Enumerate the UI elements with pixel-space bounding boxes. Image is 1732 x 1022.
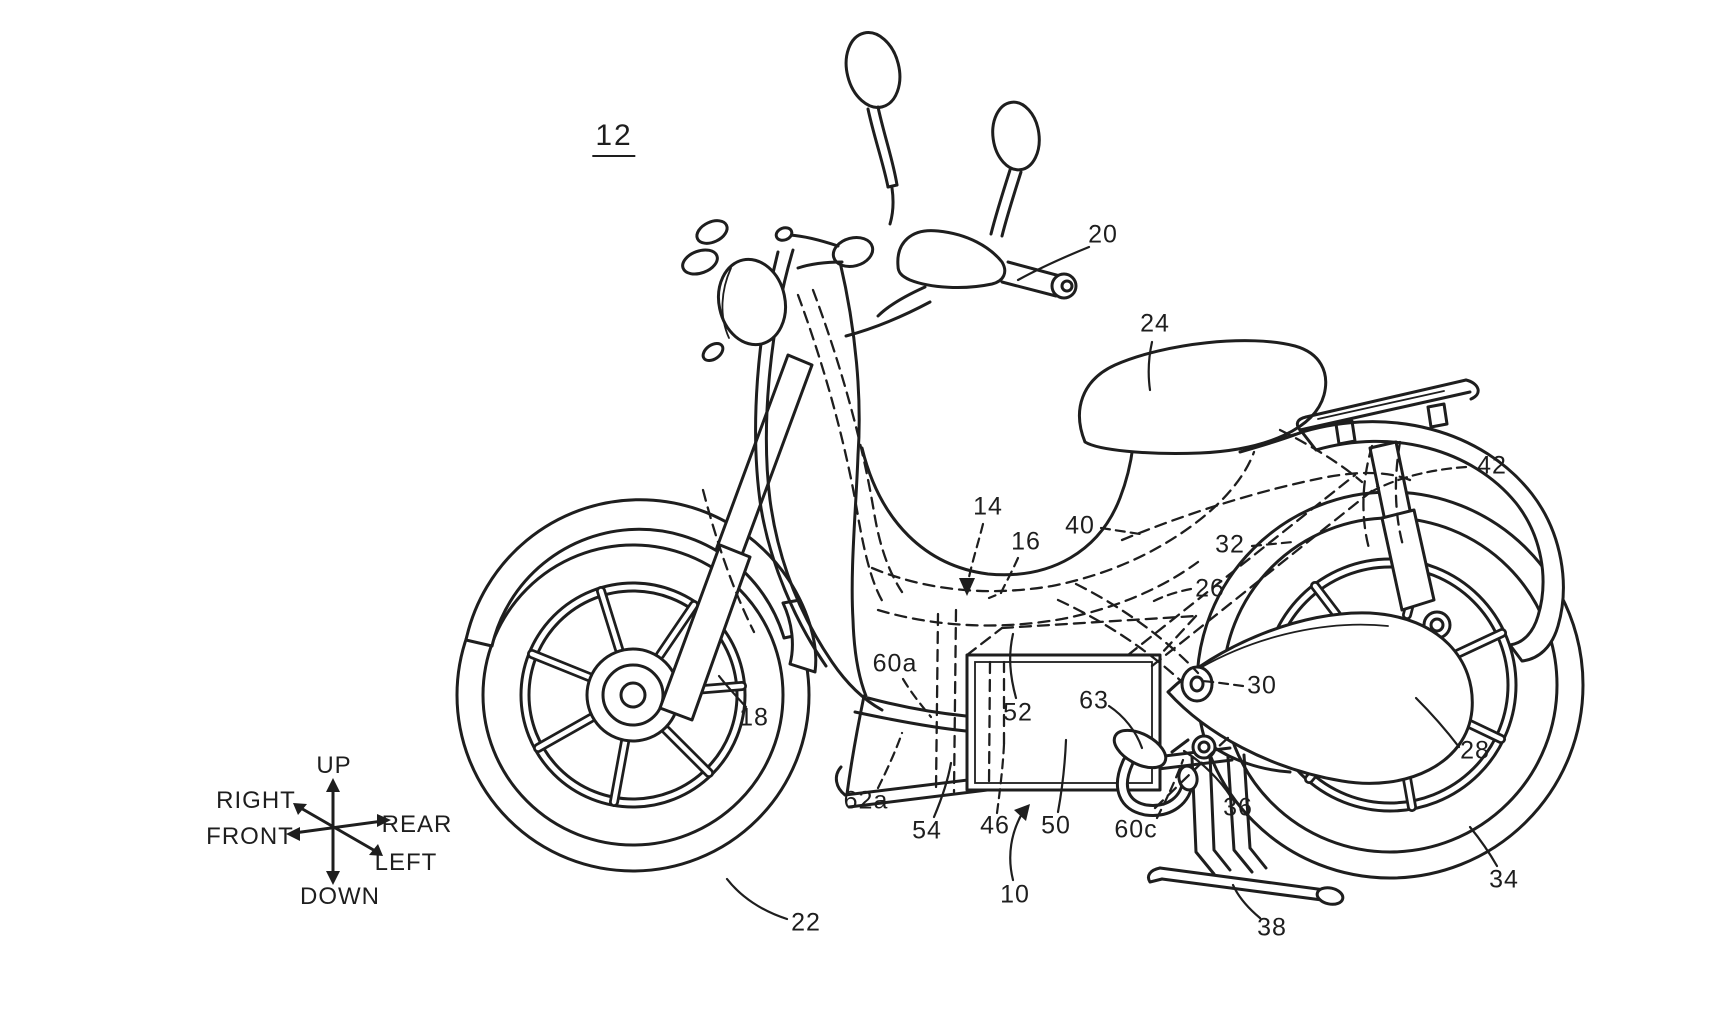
ref-label-30: 30 [1247, 671, 1277, 700]
rear-carrier [1295, 378, 1480, 446]
ref-label-40: 40 [1065, 511, 1095, 540]
ref-label-14: 14 [973, 492, 1003, 521]
leader-54 [932, 761, 953, 819]
ref-label-54: 54 [912, 816, 942, 845]
swingarm-cover [1166, 611, 1474, 785]
leader-22 [725, 877, 789, 921]
handlebar-assembly [681, 219, 1078, 338]
leader-46 [995, 742, 1006, 815]
swingarm-pivot [1180, 665, 1214, 703]
compass-label-down: DOWN [300, 883, 380, 910]
leader-60a [901, 677, 933, 719]
leader-38 [1231, 883, 1262, 920]
seat [1077, 339, 1328, 455]
leader-30 [1200, 679, 1245, 688]
front-wheel [455, 517, 811, 873]
front-fork [658, 353, 814, 722]
leader-36 [1182, 749, 1233, 799]
ref-label-60a: 60a [872, 649, 918, 678]
leader-50 [1056, 738, 1068, 814]
leader-60c [1155, 758, 1185, 820]
leader-52 [1009, 632, 1018, 700]
headlight [701, 257, 787, 363]
leader-63 [1107, 704, 1144, 750]
leader-28 [1414, 696, 1461, 749]
ref-label-28: 28 [1460, 736, 1490, 765]
compass-label-front: FRONT [206, 823, 294, 850]
ref-label-32: 32 [1215, 530, 1245, 559]
leader-62a [876, 731, 904, 790]
leader-lines [717, 245, 1499, 921]
ref-label-20: 20 [1088, 220, 1118, 249]
power-cable [1112, 728, 1199, 817]
brake-lever [788, 233, 840, 248]
leader-24 [1147, 340, 1154, 392]
ref-label-62a: 62a [843, 786, 889, 815]
leader-34 [1468, 825, 1499, 868]
leader-16 [987, 556, 1020, 600]
stand-pivot [1191, 734, 1217, 760]
rear-shock [1368, 440, 1452, 640]
leader-26 [1148, 587, 1193, 605]
leader-20 [1016, 245, 1091, 282]
ref-label-10: 10 [1000, 880, 1030, 909]
figure-number: 12 [592, 119, 636, 157]
leader-40 [1099, 526, 1142, 536]
left-mirror [844, 31, 902, 226]
ref-label-50: 50 [1041, 811, 1071, 840]
leader-42 [1362, 465, 1468, 498]
compass-label-right: RIGHT [216, 787, 296, 814]
center-stand [1146, 734, 1345, 906]
cable-connector [1112, 728, 1168, 770]
compass-label-rear: REAR [381, 811, 453, 838]
ref-label-63: 63 [1079, 686, 1109, 715]
front-spokes [527, 586, 747, 807]
right-mirror [989, 100, 1041, 238]
compass-label-left: LEFT [374, 849, 438, 876]
ref-label-36: 36 [1223, 793, 1253, 822]
ref-label-38: 38 [1257, 913, 1287, 942]
leader-18 [717, 674, 748, 709]
leader-14 [966, 522, 985, 584]
ref-label-52: 52 [1003, 698, 1033, 727]
leader-32 [1250, 540, 1295, 548]
right-grip [1006, 260, 1062, 278]
ref-label-24: 24 [1140, 309, 1170, 338]
direction-compass [286, 778, 391, 885]
ref-label-26: 26 [1195, 574, 1225, 603]
ref-label-22: 22 [791, 908, 821, 937]
ref-label-18: 18 [739, 703, 769, 732]
hidden-frame-lines [701, 288, 1412, 810]
ref-label-16: 16 [1011, 527, 1041, 556]
ref-label-42: 42 [1477, 451, 1507, 480]
compass-label-up: UP [316, 752, 352, 779]
ref-label-60c: 60c [1114, 815, 1158, 844]
rear-fender [1300, 420, 1565, 663]
ref-label-34: 34 [1489, 865, 1519, 894]
ref-label-46: 46 [980, 811, 1010, 840]
leader-10 [1009, 810, 1025, 882]
